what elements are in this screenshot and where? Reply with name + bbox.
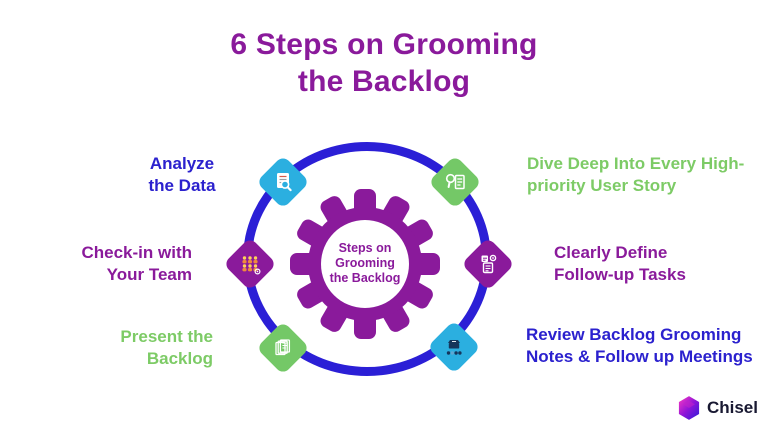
step-label-checkin: Check-in with Your Team [81, 243, 192, 284]
chisel-logo-text: Chisel [706, 398, 758, 417]
team-icon [242, 256, 261, 275]
diamond-present [256, 321, 310, 375]
diamond-team [223, 237, 277, 291]
diamond-tasks [461, 237, 515, 291]
stacked-docs-icon [275, 339, 291, 356]
gear-center-label: Steps on Grooming the Backlog [329, 241, 401, 285]
chisel-logo: Chisel [678, 396, 758, 420]
diamond-dive [428, 155, 482, 209]
page-title: 6 Steps on Grooming the Backlog [230, 28, 538, 98]
diamond-review [427, 320, 481, 374]
clipboard-gear-icon [481, 254, 497, 274]
step-label-present: Present the Backlog [120, 327, 213, 368]
step-label-review: Review Backlog Grooming Notes & Follow u… [526, 325, 753, 366]
step-label-dive: Dive Deep Into Every High- priority User… [527, 154, 745, 195]
chisel-hexagon-icon [678, 396, 700, 420]
gear-icon [290, 189, 440, 339]
step-label-analyze: Analyze the Data [148, 154, 216, 195]
magnifier-list-icon [445, 173, 465, 190]
diamond-analyze [256, 155, 310, 209]
document-magnifier-icon [277, 173, 292, 192]
box-network-icon [446, 340, 462, 355]
step-label-clearly: Clearly Define Follow-up Tasks [554, 243, 686, 284]
